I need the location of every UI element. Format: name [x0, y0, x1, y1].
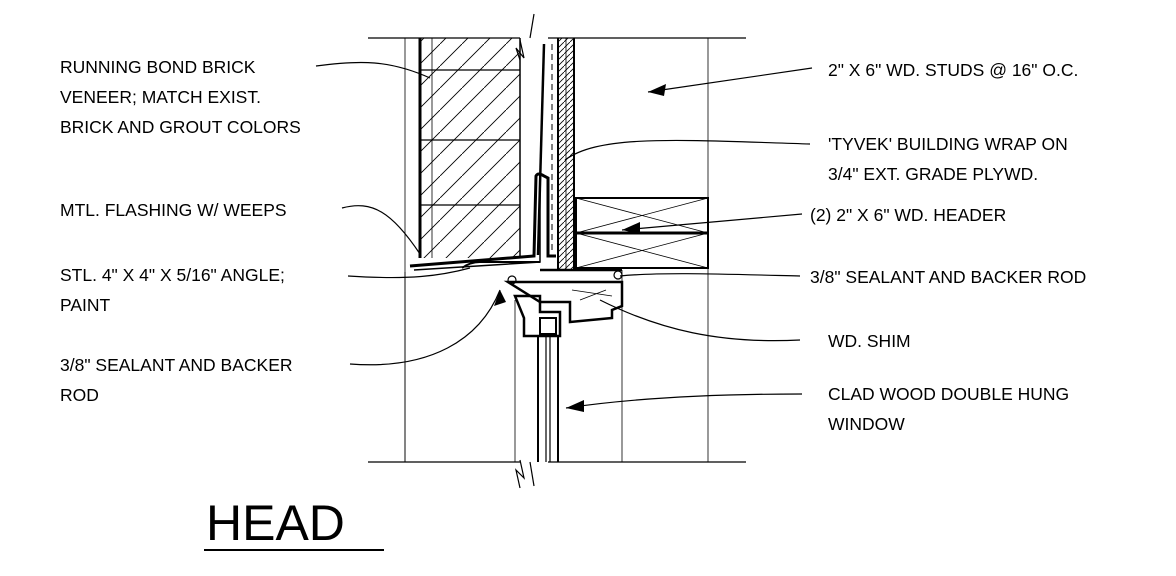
note-shim: WD. SHIM [828, 331, 911, 351]
leader-angle [347, 267, 471, 279]
note-sealant-right: 3/8" SEALANT AND BACKER ROD [810, 267, 1086, 287]
arrowheads [494, 84, 666, 412]
note-flashing: MTL. FLASHING W/ WEEPS [60, 200, 287, 220]
notes-left: RUNNING BOND BRICK VENEER; MATCH EXIST. … [60, 57, 301, 405]
leader-sealant-right [619, 273, 801, 277]
brick-veneer [418, 38, 521, 258]
detail-title-text: HEAD [206, 495, 345, 551]
leader-sealant-left [349, 289, 501, 366]
leader-brick [315, 61, 431, 79]
note-sealant-left: 3/8" SEALANT AND BACKER ROD [60, 355, 297, 405]
detail-title: HEAD [204, 495, 384, 551]
leader-studs [647, 67, 813, 93]
window-frame [503, 270, 624, 338]
glazing [537, 336, 559, 462]
note-header: (2) 2" X 6" WD. HEADER [810, 205, 1006, 225]
note-steel-angle: STL. 4" X 4" X 5/16" ANGLE; PAINT [60, 265, 290, 315]
note-studs: 2" X 6" WD. STUDS @ 16" O.C. [828, 60, 1078, 80]
leader-tyvek [564, 139, 811, 161]
notes-right: 2" X 6" WD. STUDS @ 16" O.C. 'TYVEK' BUI… [810, 60, 1086, 434]
leader-window [565, 393, 803, 409]
leader-header [621, 213, 803, 231]
air-space [536, 43, 553, 256]
note-brick-veneer: RUNNING BOND BRICK VENEER; MATCH EXIST. … [60, 57, 301, 137]
leader-shim [599, 299, 801, 342]
wood-header [575, 197, 709, 269]
note-tyvek: 'TYVEK' BUILDING WRAP ON 3/4" EXT. GRADE… [828, 134, 1073, 184]
plywood-sheathing [557, 38, 575, 270]
note-window: CLAD WOOD DOUBLE HUNG WINDOW [828, 384, 1074, 434]
leader-flashing [341, 205, 421, 255]
leader-lines [315, 61, 813, 409]
flashing-and-angle [409, 172, 622, 272]
